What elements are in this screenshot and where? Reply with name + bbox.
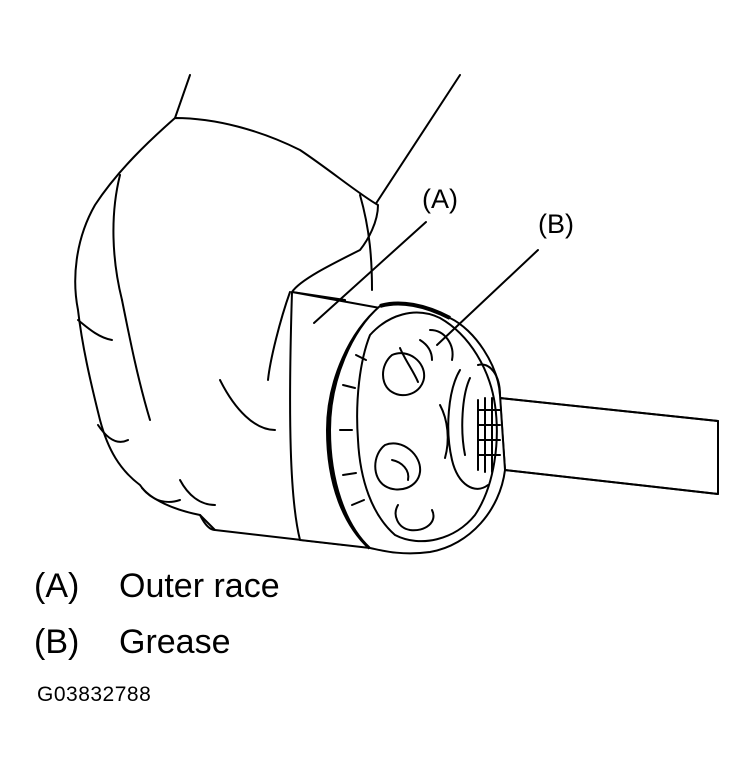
leader-line-a	[313, 221, 427, 324]
joint-illustration: (A) (B)	[74, 74, 719, 555]
figure-id: G03832788	[37, 683, 152, 706]
legend-item-a: (A) Outer race	[34, 563, 280, 619]
drive-shaft	[499, 397, 719, 495]
legend-text: Outer race	[119, 567, 280, 605]
callout-b: (B)	[538, 209, 574, 239]
leader-line-b	[436, 249, 539, 346]
legend-text: Grease	[119, 623, 231, 661]
callout-a: (A)	[422, 184, 458, 214]
joint-grease	[356, 311, 501, 543]
legend-key: (B)	[34, 623, 80, 661]
legend: (A) Outer race (B) Grease	[34, 563, 280, 675]
legend-key: (A)	[34, 567, 80, 605]
legend-item-b: (B) Grease	[34, 619, 280, 675]
outer-race	[289, 291, 506, 555]
